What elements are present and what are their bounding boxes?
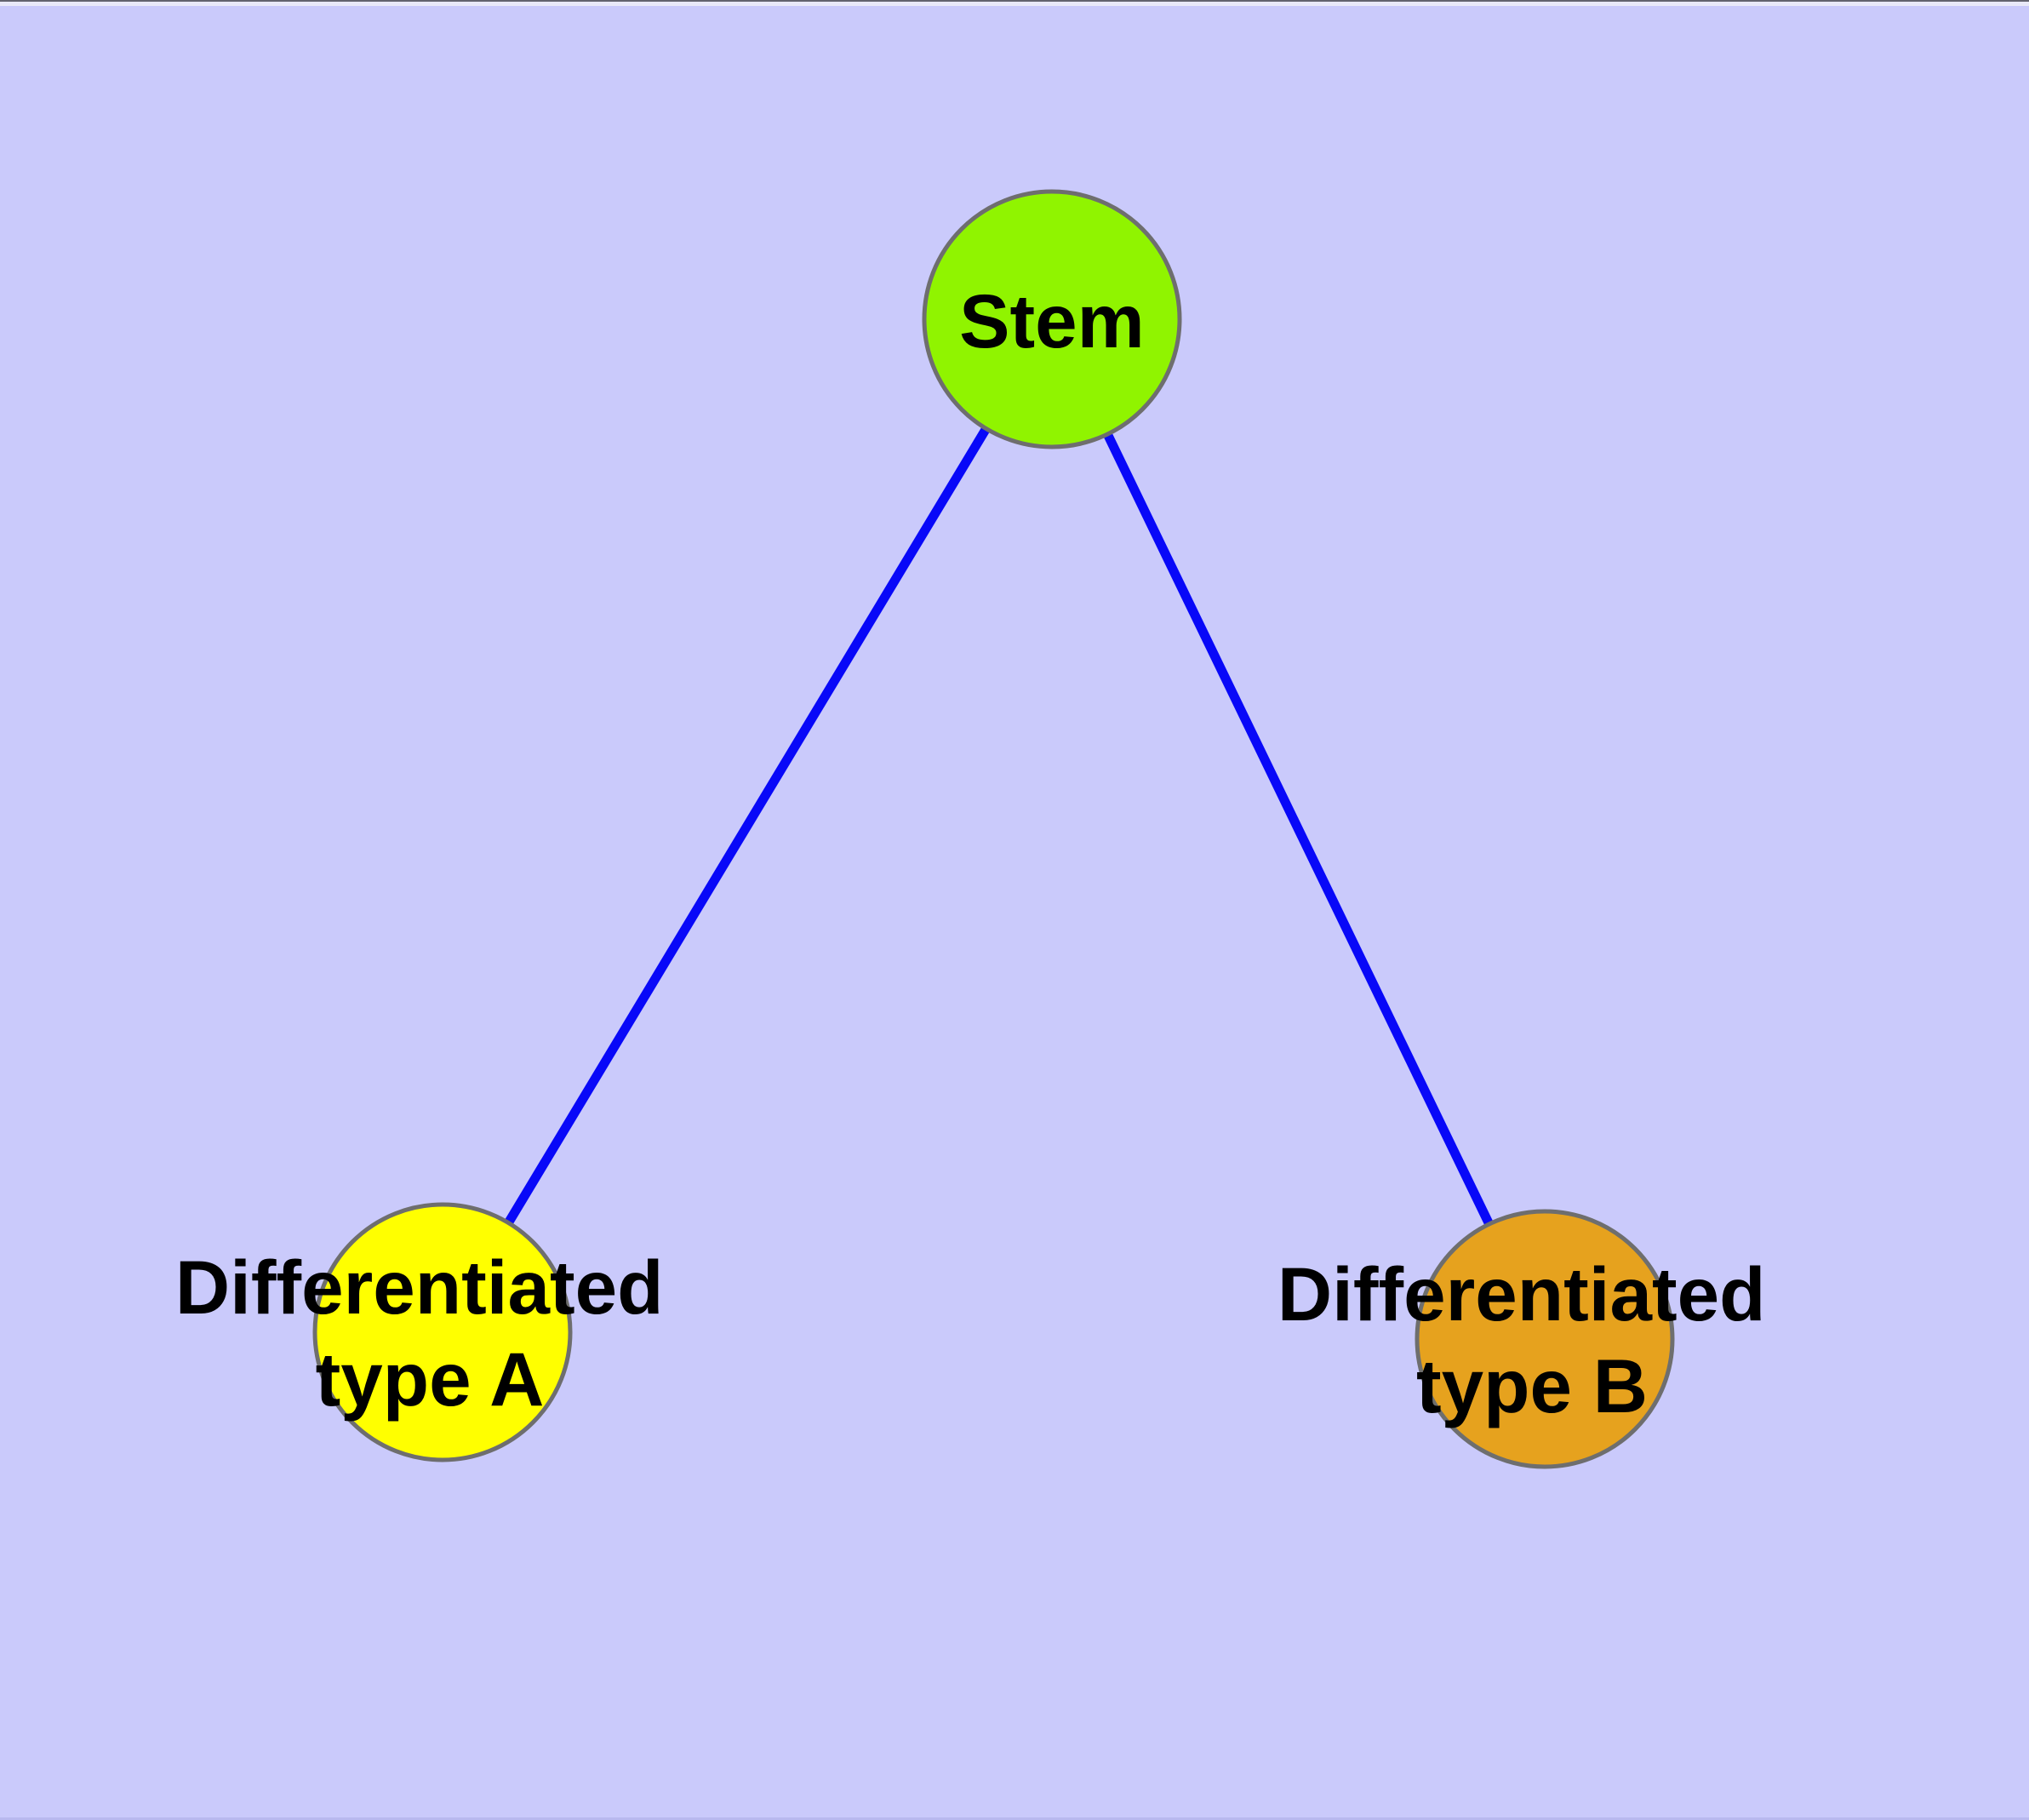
node-differentiated-a-label: Differentiated type A [175, 1245, 684, 1422]
edge-stem-to-type-b [1048, 317, 1549, 1342]
node-differentiated-a-circle [312, 1202, 573, 1462]
window-top-edge-strip [0, 2, 2029, 6]
node-differentiated-b-label-line2: type B [1416, 1343, 1648, 1428]
node-stem-label: Stem [959, 278, 1145, 363]
node-differentiated-a-label-line2: type A [316, 1336, 545, 1422]
node-differentiated-a-label-line1: Differentiated [175, 1245, 664, 1330]
node-stem-circle [922, 189, 1182, 449]
window-top-edge-line [0, 0, 2029, 2]
node-differentiated-b-circle [1415, 1209, 1675, 1469]
edge-stem-to-type-a [438, 317, 1056, 1335]
window-bottom-edge-line [0, 1817, 2029, 1820]
node-differentiated-b-label-line1: Differentiated [1277, 1251, 1766, 1336]
node-differentiated-b-label: Differentiated type B [1277, 1251, 1786, 1428]
